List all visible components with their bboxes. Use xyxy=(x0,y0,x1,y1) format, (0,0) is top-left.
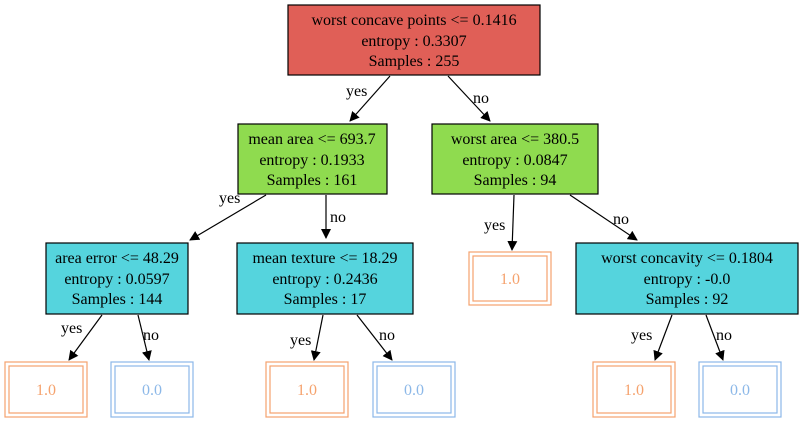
leaf-mean-texture-no: 0.0 xyxy=(372,361,456,418)
edge-label-meantexture-no: no xyxy=(379,327,395,344)
leaf-outer-box xyxy=(698,361,782,418)
node-box xyxy=(45,242,189,315)
edge-label-worstconcavity-yes: yes xyxy=(631,327,652,344)
leaf-area-error-no: 0.0 xyxy=(110,361,194,418)
node-line-split: worst concave points <= 0.1416 xyxy=(311,12,516,29)
leaf-inner-box xyxy=(269,365,345,414)
edge-root-no xyxy=(447,75,491,122)
leaf-inner-box xyxy=(114,365,190,414)
leaf-outer-box xyxy=(372,361,456,418)
edge-label-meanarea-yes: yes xyxy=(219,190,240,207)
edge-meantexture-yes xyxy=(310,314,324,361)
leaf-label: 1.0 xyxy=(36,382,56,399)
edge-label-root-no: no xyxy=(473,90,489,107)
node-line-samples: Samples : 161 xyxy=(267,172,358,189)
node-line-samples: Samples : 17 xyxy=(284,291,367,308)
leaf-area-error-yes: 1.0 xyxy=(4,361,88,418)
leaf-label: 1.0 xyxy=(297,382,317,399)
leaf-outer-box xyxy=(265,361,349,418)
node-mean-area: mean area <= 693.7 entropy : 0.1933 Samp… xyxy=(237,123,388,195)
leaf-label: 0.0 xyxy=(730,382,750,399)
node-line-split: worst area <= 380.5 xyxy=(451,131,579,148)
node-area-error: area error <= 48.29 entropy : 0.0597 Sam… xyxy=(45,242,189,315)
node-worst-concavity: worst concavity <= 0.1804 entropy : -0.0… xyxy=(575,242,799,315)
edge-label-areaerror-no: no xyxy=(143,327,159,344)
node-line-entropy: entropy : 0.2436 xyxy=(272,271,377,288)
edge-labels: yes no yes no yes no yes no yes no yes n… xyxy=(61,83,732,349)
edge-worstconcavity-yes xyxy=(653,314,673,361)
node-line-split: mean texture <= 18.29 xyxy=(252,250,397,267)
edge-meanarea-yes xyxy=(189,194,267,241)
edge-label-worstconcavity-no: no xyxy=(716,327,732,344)
node-line-entropy: entropy : 0.3307 xyxy=(361,33,466,50)
node-line-split: area error <= 48.29 xyxy=(55,250,179,267)
leaf-label: 1.0 xyxy=(624,382,644,399)
node-worst-area: worst area <= 380.5 entropy : 0.0847 Sam… xyxy=(431,123,599,195)
leaf-label: 1.0 xyxy=(500,271,520,288)
edge-label-worstarea-no: no xyxy=(613,211,629,228)
edge-label-root-yes: yes xyxy=(346,83,367,100)
leaf-label: 0.0 xyxy=(404,382,424,399)
node-mean-texture: mean texture <= 18.29 entropy : 0.2436 S… xyxy=(236,242,414,315)
leaf-worst-area-yes: 1.0 xyxy=(468,251,552,306)
edge-meantexture-no xyxy=(356,314,393,361)
edges xyxy=(68,75,725,361)
node-box xyxy=(287,4,541,76)
node-line-samples: Samples : 255 xyxy=(369,53,460,70)
node-box xyxy=(237,123,388,195)
node-line-samples: Samples : 92 xyxy=(646,291,729,308)
leaf-worst-concavity-yes: 1.0 xyxy=(592,361,676,418)
node-line-split: mean area <= 693.7 xyxy=(248,131,375,148)
node-box xyxy=(431,123,599,195)
node-line-entropy: entropy : 0.0597 xyxy=(64,271,169,288)
edge-worstarea-no xyxy=(569,194,638,241)
leaf-outer-box xyxy=(110,361,194,418)
node-box xyxy=(236,242,414,315)
edge-label-worstarea-yes: yes xyxy=(484,217,505,234)
leaf-outer-box xyxy=(468,251,552,306)
leaf-label: 0.0 xyxy=(142,382,162,399)
leaf-inner-box xyxy=(702,365,778,414)
leaf-outer-box xyxy=(4,361,88,418)
node-line-entropy: entropy : 0.1933 xyxy=(259,152,364,169)
node-root: worst concave points <= 0.1416 entropy :… xyxy=(287,4,541,76)
node-line-split: worst concavity <= 0.1804 xyxy=(601,250,773,267)
leaf-inner-box xyxy=(596,365,672,414)
leaf-inner-box xyxy=(472,255,548,302)
node-line-samples: Samples : 144 xyxy=(72,291,163,308)
edge-worstarea-yes xyxy=(507,194,518,251)
leaf-inner-box xyxy=(8,365,84,414)
node-line-entropy: entropy : -0.0 xyxy=(644,271,731,288)
edge-root-yes xyxy=(349,75,391,122)
edge-worstconcavity-no xyxy=(705,314,725,361)
leaf-outer-box xyxy=(592,361,676,418)
leaf-worst-concavity-no: 0.0 xyxy=(698,361,782,418)
edge-areaerror-yes xyxy=(68,314,103,361)
node-box xyxy=(575,242,799,315)
leaf-inner-box xyxy=(376,365,452,414)
edge-areaerror-no xyxy=(137,314,152,361)
node-line-samples: Samples : 94 xyxy=(474,172,557,189)
edge-label-meanarea-no: no xyxy=(330,209,346,226)
edge-label-meantexture-yes: yes xyxy=(290,332,311,349)
node-line-entropy: entropy : 0.0847 xyxy=(462,152,567,169)
leaf-mean-texture-yes: 1.0 xyxy=(265,361,349,418)
edge-label-areaerror-yes: yes xyxy=(61,320,82,337)
